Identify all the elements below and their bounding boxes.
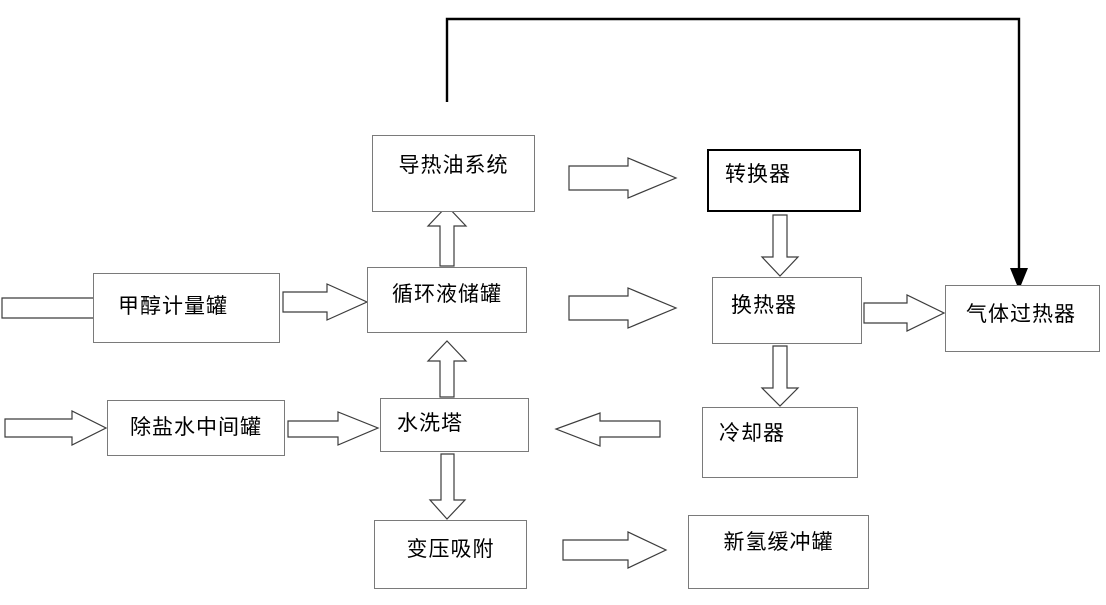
- node-label-heat-exchanger: 换热器: [731, 293, 797, 317]
- node-water-wash-tower[interactable]: 水洗塔: [380, 398, 529, 452]
- arrow-exchanger-to-cooler: [760, 345, 800, 407]
- node-circulating-liquid-tank[interactable]: 循环液储罐: [367, 267, 527, 333]
- node-methanol-metering-tank[interactable]: 甲醇计量罐: [93, 273, 280, 343]
- node-cooler[interactable]: 冷却器: [702, 407, 858, 478]
- arrow-cooler-to-wash-tower: [554, 412, 661, 447]
- node-psa[interactable]: 变压吸附: [374, 520, 527, 589]
- node-label-circulating-liquid-tank: 循环液储罐: [392, 282, 502, 306]
- node-label-water-wash-tower: 水洗塔: [397, 411, 463, 435]
- arrow-circulating-to-thermal-oil: [426, 205, 468, 267]
- node-demineralized-water-tank[interactable]: 除盐水中间罐: [107, 400, 285, 456]
- arrow-demin-to-wash-tower: [287, 411, 380, 446]
- arrow-methanol-to-circulating: [282, 283, 369, 321]
- node-label-hydrogen-buffer-tank: 新氢缓冲罐: [723, 530, 834, 554]
- arrow-exchanger-to-superheater: [863, 294, 946, 332]
- arrow-wash-tower-to-circulating: [426, 340, 468, 398]
- node-label-methanol-metering-tank: 甲醇计量罐: [118, 294, 228, 318]
- arrow-converter-to-heat-exchanger: [760, 214, 800, 277]
- node-hydrogen-buffer-tank[interactable]: 新氢缓冲罐: [688, 515, 869, 589]
- node-label-converter: 转换器: [725, 162, 791, 186]
- node-thermal-oil-system[interactable]: 导热油系统: [372, 135, 535, 212]
- node-label-cooler: 冷却器: [719, 421, 785, 445]
- node-label-gas-superheater: 气体过热器: [966, 302, 1076, 326]
- node-label-thermal-oil-system: 导热油系统: [398, 153, 509, 177]
- node-gas-superheater[interactable]: 气体过热器: [945, 285, 1100, 352]
- node-converter[interactable]: 转换器: [707, 149, 861, 212]
- arrow-circulating-to-exchanger: [568, 287, 678, 329]
- arrow-psa-to-hydrogen-buffer: [562, 531, 668, 569]
- node-heat-exchanger[interactable]: 换热器: [712, 277, 862, 344]
- arrow-feed-to-demin-water: [4, 410, 108, 446]
- node-label-psa: 变压吸附: [406, 537, 495, 561]
- arrow-thermal-oil-to-converter: [568, 157, 678, 199]
- node-label-demineralized-water-tank: 除盐水中间罐: [130, 415, 262, 439]
- arrow-wash-tower-to-psa: [428, 453, 467, 520]
